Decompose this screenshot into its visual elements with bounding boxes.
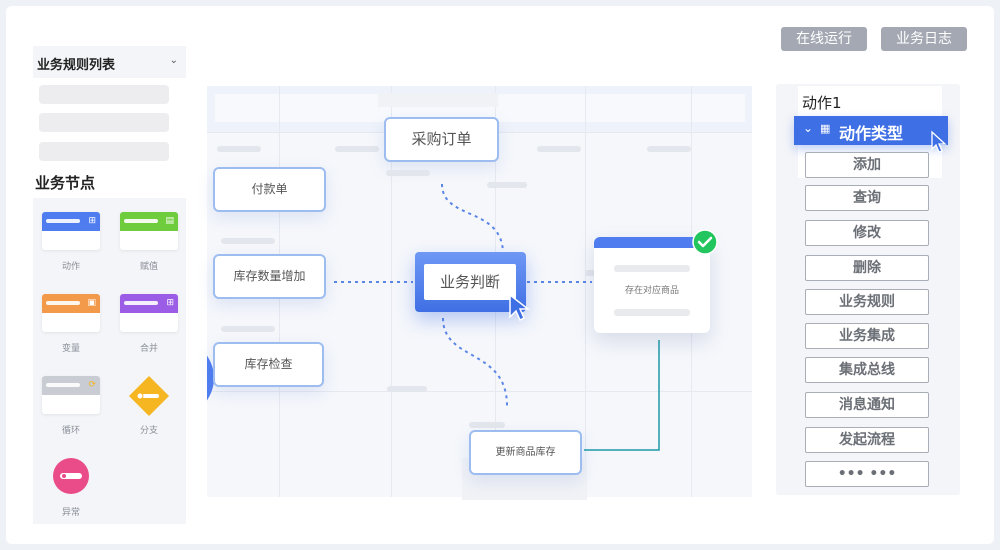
node-inventory-increase[interactable]: 库存数量增加 (213, 254, 326, 299)
node-product-exists[interactable]: 存在对应商品 (594, 237, 710, 333)
palette-node-exception[interactable] (52, 457, 90, 495)
action-business-integration-button[interactable]: 业务集成 (805, 323, 929, 349)
action-add-button[interactable]: 添加 (805, 152, 929, 178)
palette-node-variable[interactable]: ▣ (42, 294, 100, 332)
canvas-skeleton (217, 146, 261, 152)
action-start-process-button[interactable]: 发起流程 (805, 427, 929, 453)
palette-label: 异常 (61, 508, 80, 518)
canvas-skeleton (386, 170, 430, 176)
palette-node-assign[interactable]: ▤ (120, 212, 178, 250)
business-log-button[interactable]: 业务日志 (881, 27, 967, 51)
action-type-select[interactable]: ⌄ ▦ 动作类型 (794, 116, 948, 145)
offscreen-node (207, 355, 214, 401)
action-modify-button[interactable]: 修改 (805, 220, 929, 246)
palette-label: 循环 (61, 426, 80, 436)
node-product-exists-label: 存在对应商品 (624, 286, 679, 296)
canvas-skeleton (487, 182, 527, 188)
node-update-inventory[interactable]: 更新商品库存 (469, 430, 582, 475)
node-inventory-check[interactable]: 库存检查 (213, 342, 324, 387)
palette-label: 动作 (61, 262, 80, 272)
node-purchase-order[interactable]: 采购订单 (384, 117, 499, 162)
action-delete-button[interactable]: 删除 (805, 255, 929, 281)
action-more-button[interactable]: ••• ••• (805, 461, 929, 487)
canvas-skeleton (221, 326, 275, 332)
rule-list-item-placeholder[interactable] (39, 113, 169, 132)
cursor-icon (931, 130, 947, 153)
run-online-button[interactable]: 在线运行 (781, 27, 867, 51)
palette-label: 变量 (61, 344, 80, 354)
action-message-notify-button[interactable]: 消息通知 (805, 392, 929, 418)
node-payment-slip[interactable]: 付款单 (213, 167, 326, 212)
rule-list-item-placeholder[interactable] (39, 85, 169, 104)
card-header-bar (594, 237, 710, 248)
check-circle-icon (692, 229, 718, 255)
canvas-skeleton (387, 386, 427, 392)
grid-line (207, 391, 752, 392)
grid-icon: ⊞ (88, 216, 96, 226)
rule-list-item-placeholder[interactable] (39, 142, 169, 161)
action-query-button[interactable]: 查询 (805, 185, 929, 211)
action-title: 动作1 (802, 94, 842, 112)
chevron-down-icon: ⌄ (169, 55, 178, 66)
card-skeleton (614, 265, 690, 272)
canvas-skeleton (335, 146, 379, 152)
rules-list-title: 业务规则列表 (37, 58, 116, 73)
canvas-skeleton (469, 422, 505, 428)
flow-connectors (334, 183, 660, 451)
action-business-rule-button[interactable]: 业务规则 (805, 289, 929, 315)
loop-icon: ⟳ (88, 380, 96, 390)
table-icon: ⊞ (166, 298, 174, 308)
grid-line (585, 86, 586, 497)
palette-node-branch[interactable] (128, 375, 170, 417)
palette-node-loop[interactable]: ⟳ (42, 376, 100, 414)
rules-list-dropdown[interactable]: 业务规则列表 ⌄ (33, 46, 186, 78)
canvas-skeleton (537, 146, 581, 152)
table-icon: ▦ (820, 122, 831, 135)
document-icon: ▤ (165, 216, 174, 226)
action-type-label: 动作类型 (839, 124, 904, 143)
canvas-skeleton (647, 146, 691, 152)
palette-node-action[interactable]: ⊞ (42, 212, 100, 250)
palette-label: 分支 (139, 426, 158, 436)
card-skeleton (614, 309, 690, 316)
palette-label: 赋值 (139, 262, 158, 272)
chevron-down-icon: ⌄ (803, 121, 814, 135)
business-nodes-title: 业务节点 (35, 174, 96, 192)
palette-node-merge[interactable]: ⊞ (120, 294, 178, 332)
canvas-skeleton (378, 93, 498, 107)
node-business-judgment[interactable]: 业务判断 (415, 252, 526, 312)
grid-line (391, 86, 392, 497)
node-business-judgment-label: 业务判断 (424, 264, 516, 300)
image-icon: ▣ (87, 298, 96, 308)
cursor-icon (509, 293, 530, 322)
canvas-skeleton (221, 238, 275, 244)
palette-label: 合并 (139, 344, 158, 354)
action-integration-bus-button[interactable]: 集成总线 (805, 357, 929, 383)
